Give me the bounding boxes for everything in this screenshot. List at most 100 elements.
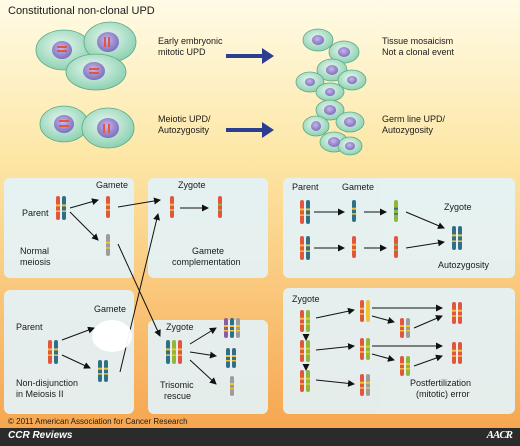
- chromosome-icon: [236, 318, 240, 338]
- panel-b-rescue-1: Trisomic: [160, 380, 194, 390]
- chromosome-icon: [218, 196, 222, 218]
- chromosome-icon: [106, 234, 110, 256]
- arrow-icon: [405, 211, 445, 229]
- chromosome-icon: [300, 340, 304, 362]
- chromosome-icon: [106, 196, 110, 218]
- row2-right-line2: Autozygosity: [382, 125, 434, 135]
- chromosome-icon: [166, 340, 170, 364]
- chromosome-icon: [172, 340, 176, 364]
- chromosome-icon: [452, 342, 456, 364]
- arrow-icon: [315, 343, 355, 351]
- chromosome-icon: [352, 200, 356, 222]
- chromosome-icon: [56, 196, 60, 220]
- arrow-icon: [117, 243, 161, 337]
- panel-a-complement-2: complementation: [172, 257, 241, 267]
- chromosome-icon: [54, 340, 58, 364]
- arrow-icon: [371, 315, 395, 324]
- panel-a-complement-1: Gamete: [192, 246, 224, 256]
- chromosome-icon: [170, 196, 174, 218]
- chromosome-icon: [306, 236, 310, 260]
- arrow-icon: [61, 354, 91, 369]
- arrow-icon: [189, 359, 217, 385]
- chromosome-icon: [360, 374, 364, 396]
- row1-right-line1: Tissue mosaicism: [382, 36, 453, 46]
- arrow-icon: [413, 315, 443, 329]
- chromosome-icon: [48, 340, 52, 364]
- panel-a-normal-1: Normal: [20, 246, 49, 256]
- chromosome-icon: [300, 310, 304, 332]
- arrow-icon: [117, 197, 161, 208]
- chromosome-icon: [224, 318, 228, 338]
- arrow-icon: [405, 239, 445, 249]
- panel-b-rescue-2: rescue: [164, 391, 191, 401]
- panel-d-error-2: (mitotic) error: [416, 389, 470, 399]
- panel-c-zygote: Zygote: [444, 202, 472, 212]
- panel-b-nd-2: in Meiosis II: [16, 389, 64, 399]
- chromosome-icon: [458, 302, 462, 324]
- panel-a-normal-2: meiosis: [20, 257, 51, 267]
- row2-left-line1: Meiotic UPD/: [158, 114, 211, 124]
- row1-left-line1: Early embryonic: [158, 36, 223, 46]
- copyright: © 2011 American Association for Cancer R…: [8, 417, 188, 426]
- chromosome-icon: [406, 356, 410, 376]
- chromosome-icon: [458, 226, 462, 250]
- row1-right-line2: Not a clonal event: [382, 47, 455, 57]
- chromosome-icon: [306, 310, 310, 332]
- chromosome-icon: [232, 348, 236, 368]
- panel-b-zygote: Zygote: [166, 322, 194, 332]
- arrow-icon: [189, 351, 217, 359]
- arrow-icon: [61, 326, 95, 341]
- panel-b-nd-1: Non-disjunction: [16, 378, 78, 388]
- chromosome-icon: [226, 348, 230, 368]
- meiotic-cells: [39, 105, 135, 149]
- arrow-icon: [413, 354, 443, 367]
- chromosome-icon: [366, 374, 370, 396]
- chromosome-icon: [352, 236, 356, 258]
- chromosome-icon: [406, 318, 410, 338]
- footer-bar: [0, 428, 520, 446]
- panel-b-gamete: Gamete: [94, 304, 126, 314]
- chromosome-icon: [104, 360, 108, 382]
- panel-c-parent: Parent: [292, 182, 319, 192]
- chromosome-icon: [98, 360, 102, 382]
- arrow-icon: [189, 327, 217, 345]
- chromosome-icon: [306, 200, 310, 224]
- panel-d-error-1: Postfertilization: [410, 378, 471, 388]
- panel-d-zygote: Zygote: [292, 294, 320, 304]
- panel-c-autozygosity: Autozygosity: [438, 260, 490, 270]
- aacr-logo: AACR: [486, 429, 513, 441]
- panel-c-gamete: Gamete: [342, 182, 374, 192]
- chromosome-icon: [452, 302, 456, 324]
- row2-right-line1: Germ line UPD/: [382, 114, 446, 124]
- chromosome-icon: [360, 300, 364, 322]
- chromosome-icon: [458, 342, 462, 364]
- panel-backgrounds: [4, 178, 515, 414]
- arrow-icon: [69, 211, 99, 241]
- empty-gamete: [92, 320, 132, 352]
- embryonic-cells: [35, 21, 137, 91]
- arrow-icon: [69, 198, 99, 209]
- germline-cells: [302, 99, 365, 156]
- chromosome-icon: [360, 338, 364, 360]
- arrow-icon: [371, 353, 395, 362]
- chromosome-layer: [48, 196, 462, 396]
- mosaic-cells: [295, 28, 367, 102]
- chromosome-icon: [306, 370, 310, 392]
- arrow-right-icon: [226, 122, 274, 138]
- arrow-icon: [315, 307, 355, 319]
- panel-a-gamete: Gamete: [96, 180, 128, 190]
- panel-a-zygote: Zygote: [178, 180, 206, 190]
- chromosome-icon: [394, 200, 398, 222]
- brand-label: CCR Reviews: [8, 430, 73, 441]
- arrow-icon: [315, 379, 355, 387]
- panel-a-parent: Parent: [22, 208, 49, 218]
- chromosome-icon: [366, 300, 370, 322]
- row1-left-line2: mitotic UPD: [158, 47, 206, 57]
- chromosome-icon: [452, 226, 456, 250]
- section-title: Constitutional non-clonal UPD: [8, 5, 155, 17]
- chromosome-icon: [300, 236, 304, 260]
- chromosome-icon: [230, 376, 234, 396]
- arrow-right-icon: [226, 48, 274, 64]
